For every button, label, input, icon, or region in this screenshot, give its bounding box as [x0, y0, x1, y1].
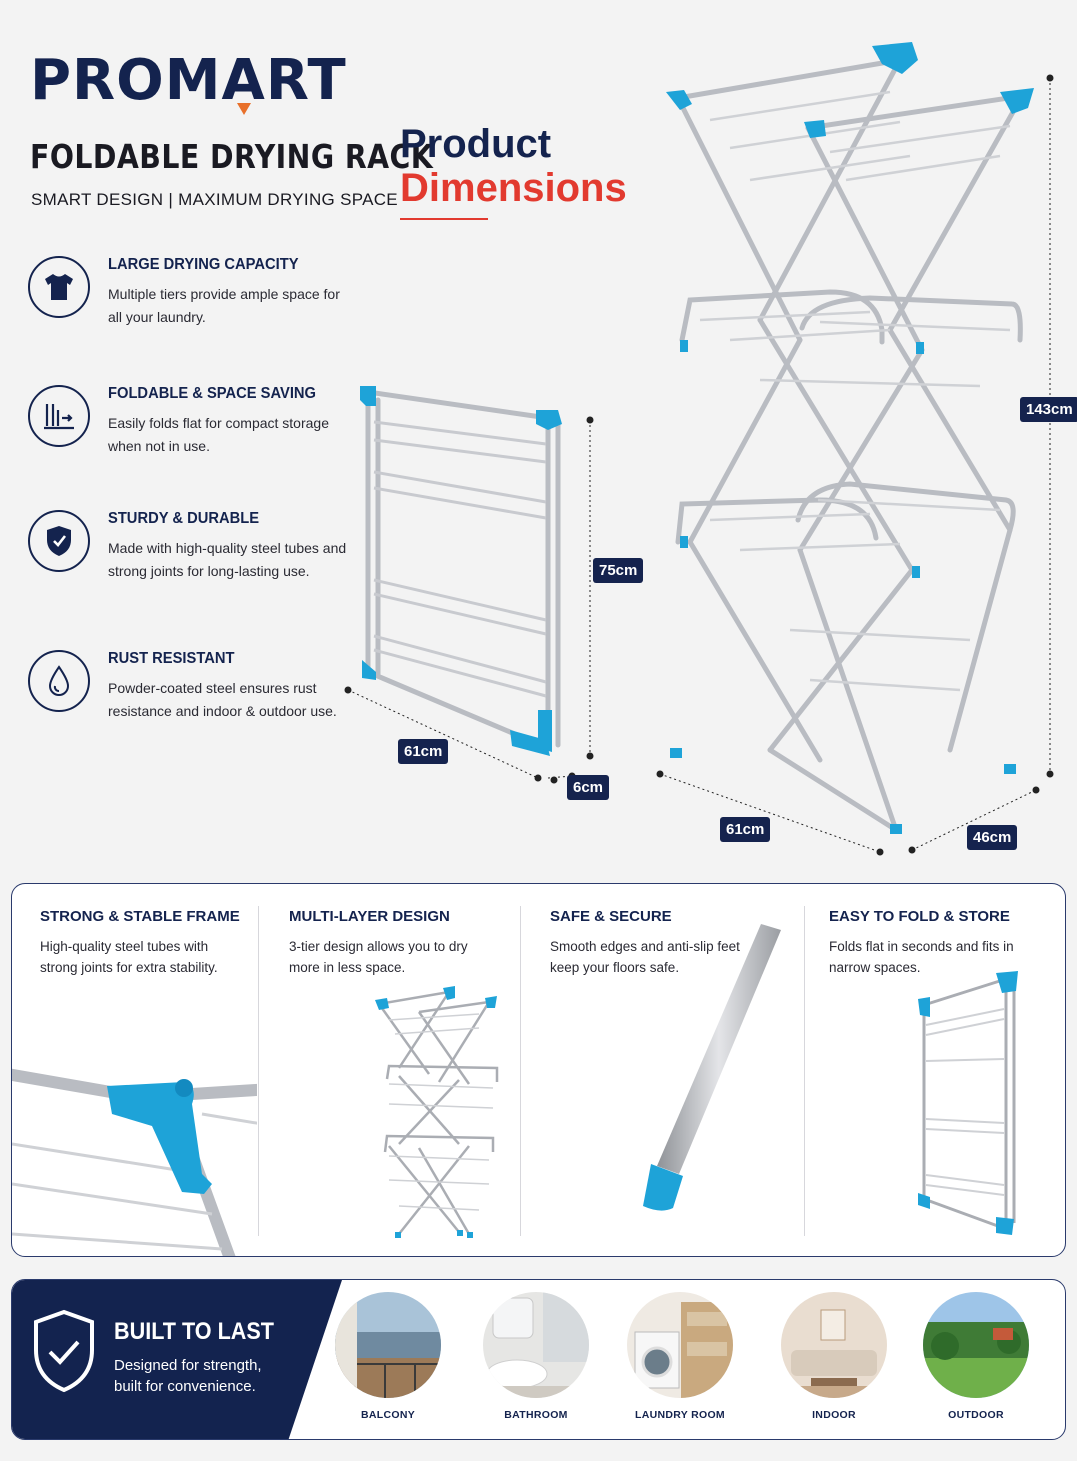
feature-sturdy: STURDY & DURABLE Made with high-quality … [28, 510, 348, 610]
feature-rust-resistant: RUST RESISTANT Powder-coated steel ensur… [28, 650, 348, 750]
highlight-multi-layer: MULTI-LAYER DESIGN 3-tier design allows … [259, 884, 519, 1256]
room-label: BATHROOM [504, 1409, 568, 1421]
room-label: INDOOR [812, 1409, 856, 1421]
folded-depth-label: 6cm [567, 775, 610, 800]
product-title: FOLDABLE DRYING RACK [30, 137, 434, 176]
feature-large-capacity: LARGE DRYING CAPACITY Multiple tiers pro… [28, 256, 348, 336]
frame-joint-image [12, 1068, 257, 1256]
fold-icon [28, 385, 90, 447]
droplet-icon [28, 650, 90, 712]
folded-height-label: 75cm [593, 558, 644, 583]
balcony-image [335, 1292, 441, 1398]
highlight-desc: Smooth edges and anti-slip feet keep you… [550, 939, 740, 975]
folded-rack-thumbnail [918, 971, 1018, 1235]
built-title: BUILT TO LAST [114, 1318, 274, 1345]
feature-desc: Easily folds flat for compact storage wh… [108, 415, 329, 454]
highlight-title: STRONG & STABLE FRAME [40, 908, 240, 925]
built-desc: Designed for strength, built for conveni… [114, 1357, 262, 1395]
built-to-last-banner: BUILT TO LAST Designed for strength, bui… [11, 1279, 1066, 1440]
highlight-easy-fold: EASY TO FOLD & STORE Folds flat in secon… [805, 884, 1065, 1256]
tshirt-icon [28, 256, 90, 318]
folded-rack-image [344, 386, 594, 784]
built-panel: BUILT TO LAST Designed for strength, bui… [12, 1280, 342, 1439]
highlight-desc: Folds flat in seconds and fits in narrow… [829, 939, 1014, 975]
room-laundry: LAUNDRY ROOM [620, 1292, 740, 1421]
highlight-title: SAFE & SECURE [550, 908, 672, 925]
feature-desc: Made with high-quality steel tubes and s… [108, 540, 347, 579]
dimensions-heading-line2: Dimensions [400, 166, 627, 210]
feature-title: LARGE DRYING CAPACITY [108, 256, 299, 273]
product-subtitle: SMART DESIGN | MAXIMUM DRYING SPACE [31, 190, 398, 209]
open-height-label: 143cm [1020, 397, 1077, 422]
indoor-image [781, 1292, 887, 1398]
shield-icon [28, 510, 90, 572]
highlights-panel: STRONG & STABLE FRAME High-quality steel… [11, 883, 1066, 1257]
feature-desc: Powder-coated steel ensures rust resista… [108, 680, 337, 719]
highlight-title: EASY TO FOLD & STORE [829, 908, 1010, 925]
open-width-label: 61cm [720, 817, 771, 842]
room-label: BALCONY [360, 1409, 415, 1421]
open-depth-label: 46cm [967, 825, 1018, 850]
shield-check-icon [34, 1309, 94, 1393]
room-balcony: BALCONY [328, 1292, 448, 1421]
anti-slip-foot-image [643, 924, 781, 1211]
feature-title: RUST RESISTANT [108, 650, 235, 667]
feature-foldable: FOLDABLE & SPACE SAVING Easily folds fla… [28, 385, 348, 465]
feature-title: STURDY & DURABLE [108, 510, 260, 527]
highlight-desc: High-quality steel tubes with strong joi… [40, 939, 218, 975]
three-tier-rack-image [375, 986, 499, 1238]
folded-width-label: 61cm [398, 739, 449, 764]
highlight-title: MULTI-LAYER DESIGN [289, 908, 450, 925]
highlight-desc: 3-tier design allows you to dry more in … [289, 939, 468, 975]
outdoor-image [923, 1292, 1029, 1398]
room-bathroom: BATHROOM [476, 1292, 596, 1421]
dimensions-heading-line1: Product [400, 122, 552, 166]
room-indoor: INDOOR [774, 1292, 894, 1421]
room-label: OUTDOOR [948, 1409, 1004, 1421]
highlight-strong-frame: STRONG & STABLE FRAME High-quality steel… [12, 884, 257, 1256]
room-label: LAUNDRY ROOM [635, 1409, 725, 1421]
heading-underline [400, 218, 488, 220]
bathroom-image [483, 1292, 589, 1398]
room-outdoor: OUTDOOR [916, 1292, 1036, 1421]
open-rack-image [656, 42, 1054, 856]
feature-desc: Multiple tiers provide ample space for a… [108, 286, 340, 325]
laundry-image [627, 1292, 733, 1398]
feature-title: FOLDABLE & SPACE SAVING [108, 385, 317, 402]
highlight-safe-secure: SAFE & SECURE Smooth edges and anti-slip… [521, 884, 803, 1256]
